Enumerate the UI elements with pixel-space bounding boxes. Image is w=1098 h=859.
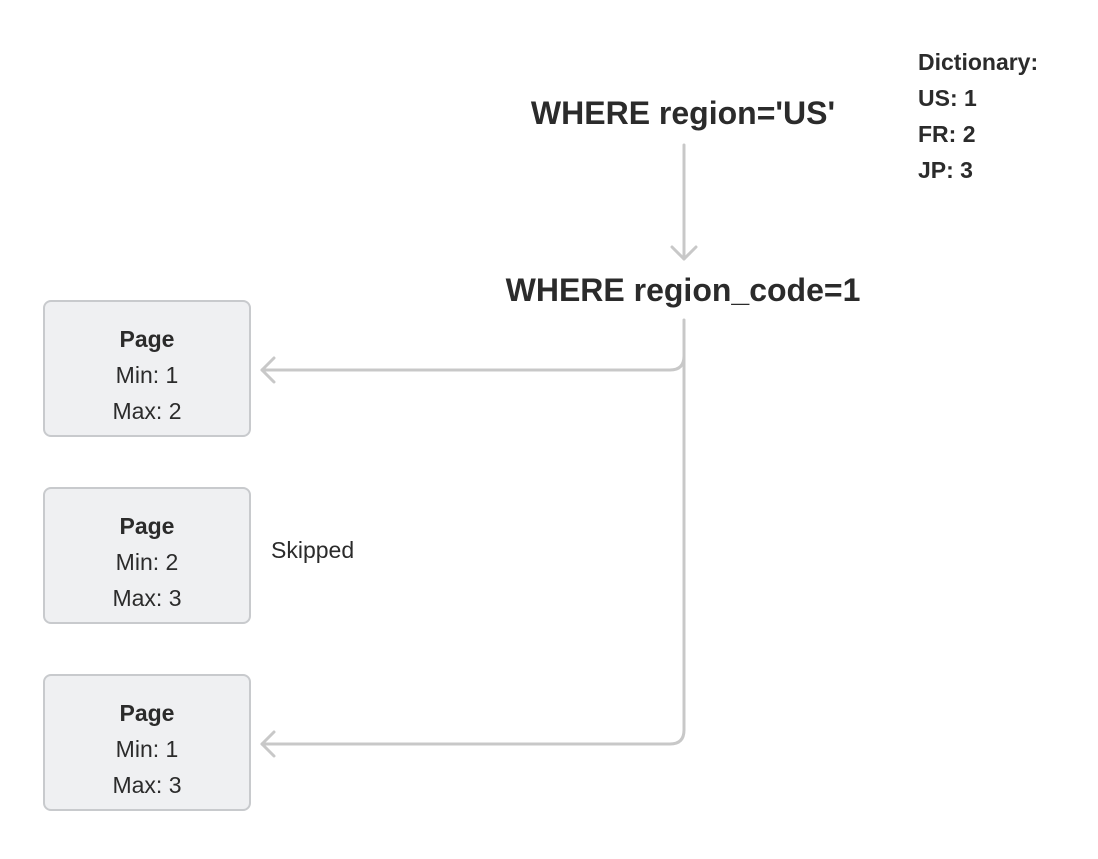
page-title: Page bbox=[119, 700, 175, 726]
encoded-query: WHERE region_code=1 bbox=[505, 272, 861, 308]
page-min: Min: 1 bbox=[115, 362, 179, 388]
page-max: Max: 3 bbox=[112, 585, 182, 611]
page-min: Min: 1 bbox=[115, 736, 179, 762]
page-box-1: Page Min: 1 Max: 2 bbox=[43, 300, 251, 437]
dictionary-legend: Dictionary: US: 1 FR: 2 JP: 3 bbox=[918, 44, 1038, 188]
page-title: Page bbox=[119, 513, 175, 539]
page-max: Max: 3 bbox=[112, 772, 182, 798]
page-min: Min: 2 bbox=[115, 549, 179, 575]
page-max: Max: 2 bbox=[112, 398, 182, 424]
dictionary-title: Dictionary: bbox=[918, 49, 1039, 75]
dictionary-entry: US: 1 bbox=[918, 85, 977, 111]
original-query: WHERE region='US' bbox=[530, 95, 836, 131]
page-3-connector bbox=[260, 354, 686, 746]
page-box-2: Page Min: 2 Max: 3 bbox=[43, 487, 251, 624]
dictionary-entry: FR: 2 bbox=[918, 121, 976, 147]
page-1-arrowhead bbox=[260, 356, 276, 384]
page-3-arrowhead bbox=[260, 730, 276, 758]
dictionary-entry: JP: 3 bbox=[918, 157, 973, 183]
page-1-connector bbox=[260, 318, 686, 372]
page-box-3: Page Min: 1 Max: 3 bbox=[43, 674, 251, 811]
rewrite-arrowhead bbox=[670, 245, 698, 261]
page-title: Page bbox=[119, 326, 175, 352]
skipped-label: Skipped bbox=[271, 537, 355, 563]
